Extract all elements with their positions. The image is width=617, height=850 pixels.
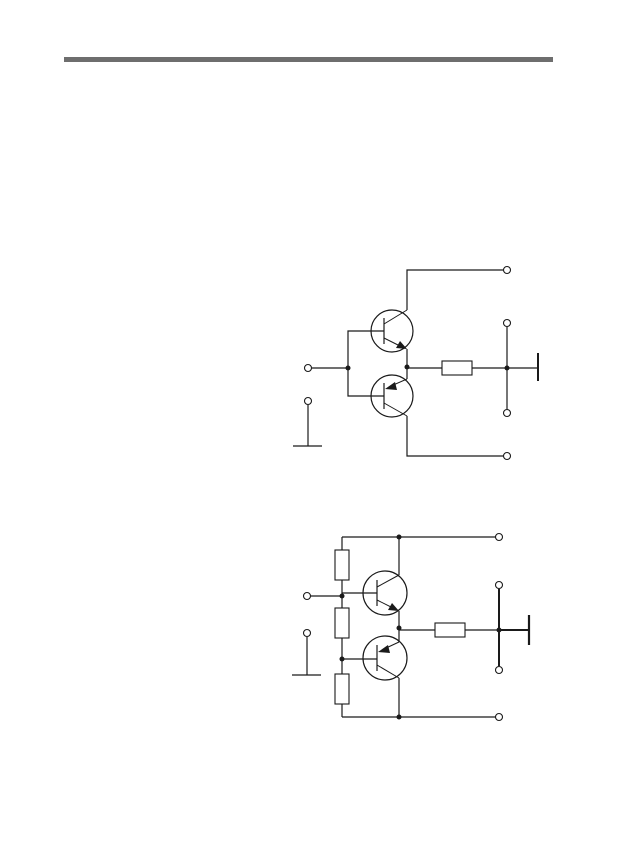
circuit-diagram-1 xyxy=(293,265,539,461)
terminal-output-top xyxy=(502,318,512,328)
terminal-input xyxy=(302,591,312,601)
terminal-top-right xyxy=(494,532,504,542)
output-resistor xyxy=(434,622,466,638)
terminal-bottom-right xyxy=(494,712,504,722)
terminal-bottom-right xyxy=(502,451,512,461)
bias-resistor-top xyxy=(334,549,350,581)
junction-dot xyxy=(396,714,402,720)
emitter-arrow-icon xyxy=(385,382,397,390)
base-bus-wire xyxy=(347,330,384,397)
bias-resistor-middle xyxy=(334,607,350,639)
junction-dot xyxy=(396,625,402,631)
junction-dot xyxy=(339,656,345,662)
emitter-arrow-icon xyxy=(378,645,390,653)
terminal-output-bottom xyxy=(494,665,504,675)
terminal-input xyxy=(303,363,313,373)
bias-resistor-bottom xyxy=(334,673,350,705)
output-resistor xyxy=(441,360,473,376)
terminal-output-bottom xyxy=(502,408,512,418)
terminal-ground-input xyxy=(303,396,313,406)
emitter-arrow-icon xyxy=(388,603,399,611)
terminal-top-right xyxy=(502,265,512,275)
junction-dot xyxy=(345,365,351,371)
emitter-arrow-icon xyxy=(396,341,407,349)
junction-dot xyxy=(339,593,345,599)
top-supply-wire xyxy=(406,269,503,310)
terminal-output-top xyxy=(494,580,504,590)
terminal-ground-input xyxy=(302,628,312,638)
bottom-supply-wire xyxy=(406,416,503,457)
junction-dot xyxy=(404,364,410,370)
pnp-transistor xyxy=(362,635,408,681)
header-rule xyxy=(64,57,553,62)
circuit-diagram-2 xyxy=(292,532,531,722)
